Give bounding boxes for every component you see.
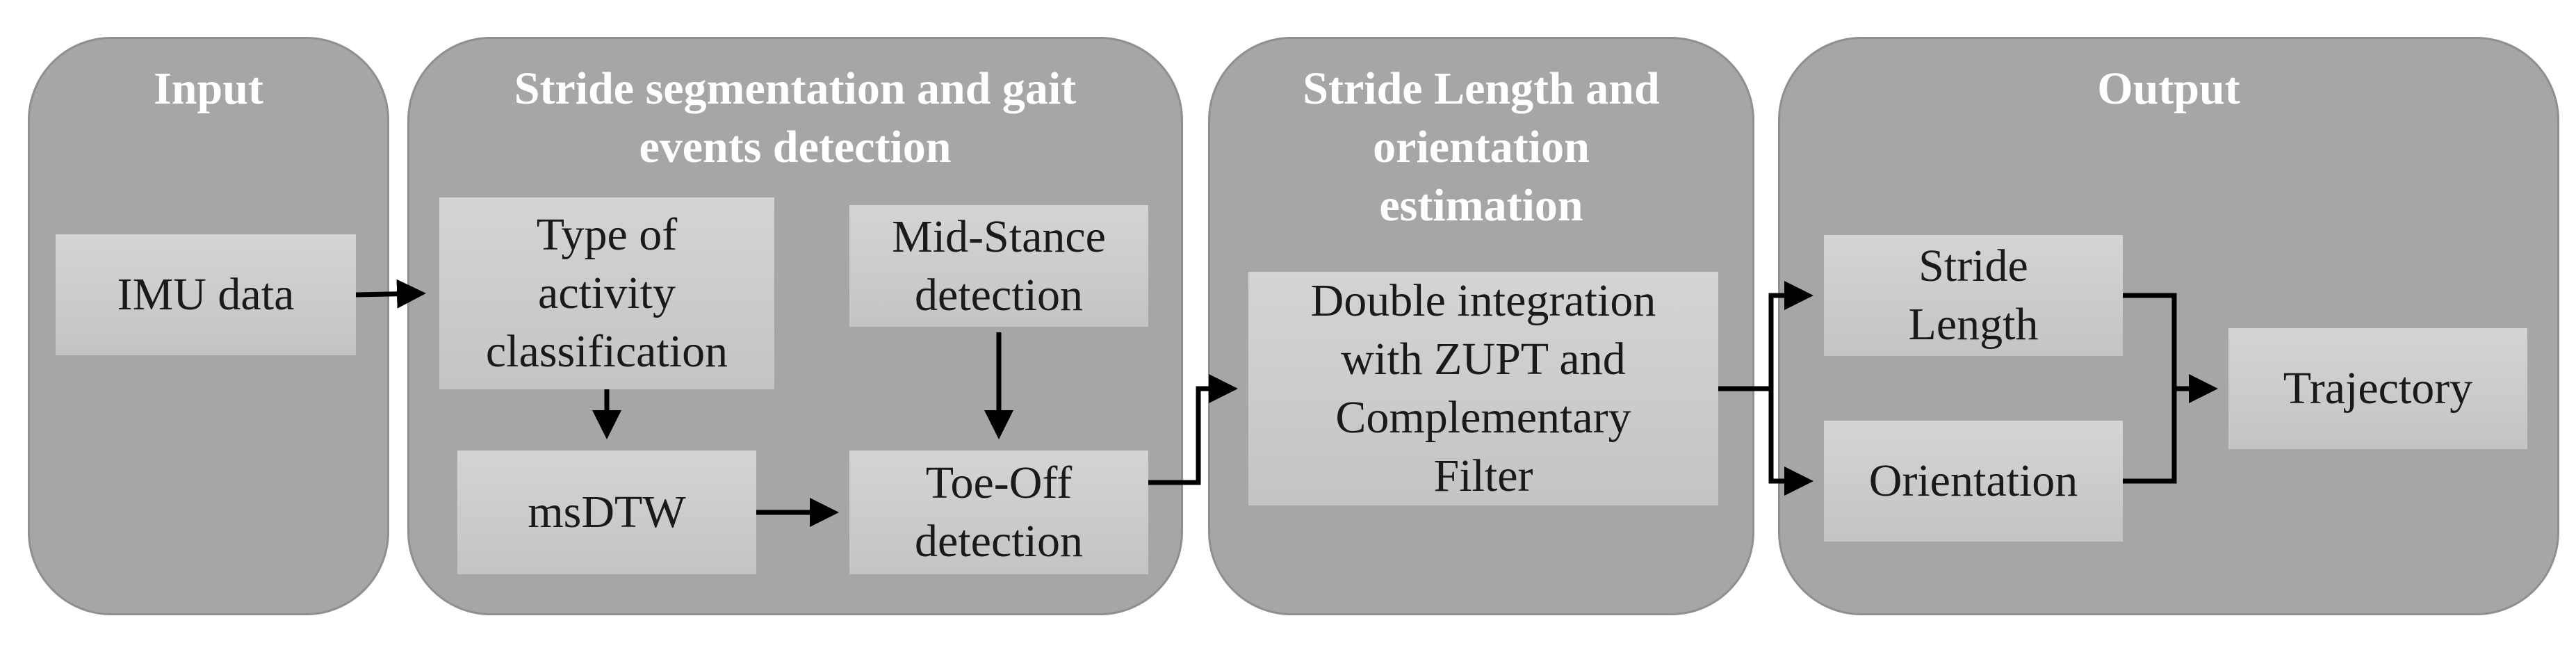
mid-stance-detection-box: Mid-Stance detection <box>849 205 1148 327</box>
toe-off-detection-box: Toe-Off detection <box>849 451 1148 574</box>
input-panel-title: Input <box>154 63 263 114</box>
msdtw-box: msDTW <box>457 451 756 574</box>
trajectory-box: Trajectory <box>2228 328 2527 449</box>
output-panel-title: Output <box>2097 63 2240 114</box>
estimation-panel-title: Stride Length and orientation estimation <box>1303 63 1660 231</box>
imu-data-box: IMU data <box>56 234 356 355</box>
activity-classification-box: Type of activity classification <box>439 197 774 389</box>
double-integration-box: Double integration with ZUPT and Complem… <box>1248 272 1718 505</box>
stride-length-box: Stride Length <box>1824 235 2123 356</box>
segmentation-panel-title: Stride segmentation and gait events dete… <box>514 63 1077 172</box>
orientation-box: Orientation <box>1824 421 2123 542</box>
